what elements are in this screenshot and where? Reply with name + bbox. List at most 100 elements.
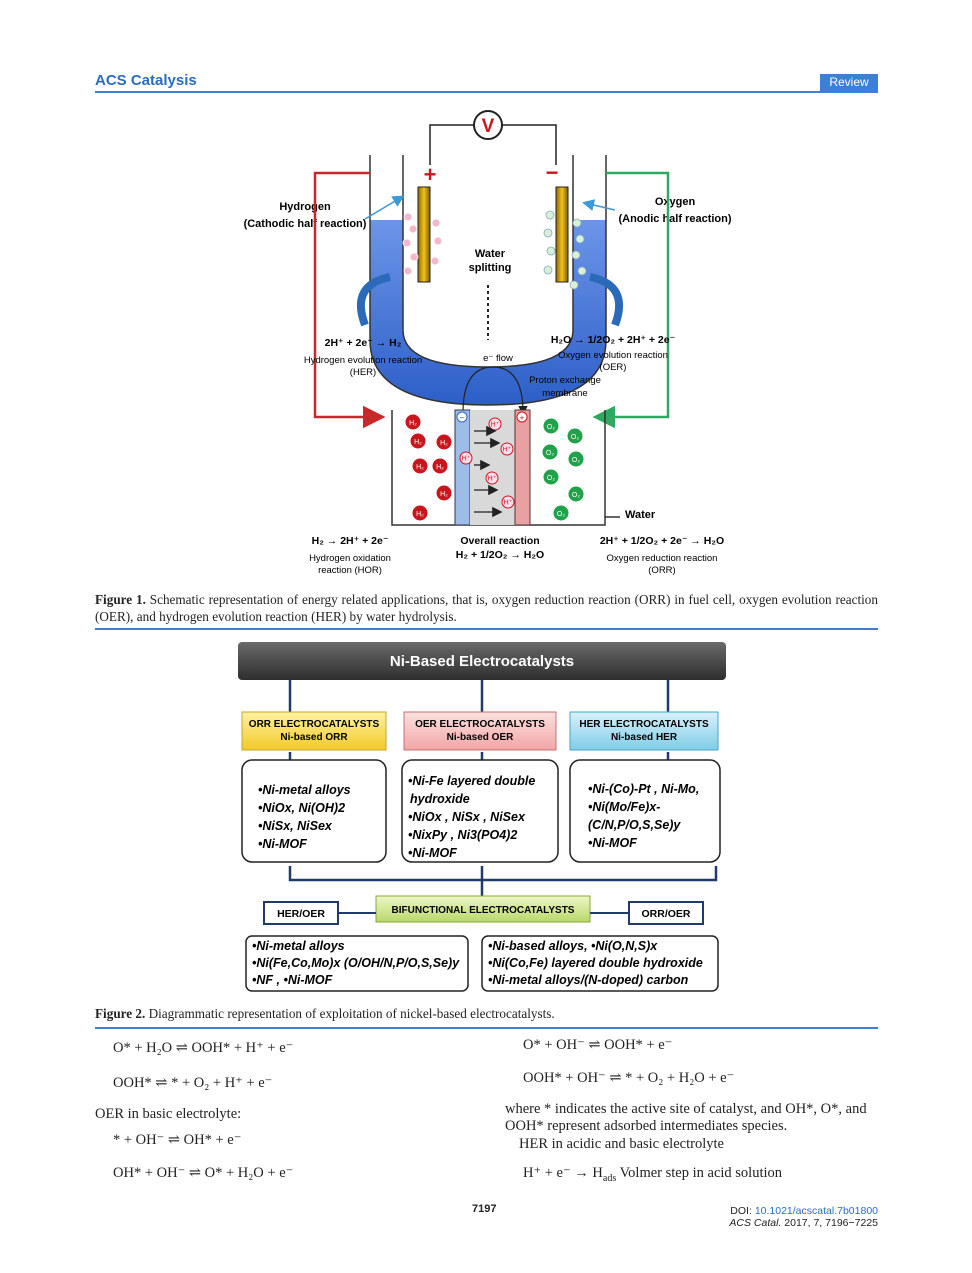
figure-2-rule [95,1027,878,1029]
pem-label-2: membrane [542,388,587,399]
svg-text:H₂: H₂ [414,439,422,446]
doi-link[interactable]: 10.1021/acscatal.7b01800 [754,1205,878,1217]
journal-name: ACS Catalysis [95,72,197,89]
oxygen-bubbles [543,210,587,290]
her-header-2: Ni-based HER [611,732,678,743]
hydrogen-label: Hydrogen [279,201,331,213]
bifunctional-label: BIFUNCTIONAL ELECTROCATALYSTS [392,905,575,916]
her-abbr: (HER) [350,367,376,378]
her-equation: 2H⁺ + 2e⁻ → H₂ [325,337,402,349]
her-curved-arrow [357,273,391,327]
volmer-equation: H⁺ + e⁻ → Hads Volmer step in acid solut… [523,1165,783,1184]
oer-item-5: •Ni-MOF [408,846,457,860]
svg-text:O₂: O₂ [571,434,579,441]
her-header-box [569,711,719,751]
equation-left-2: OOH* ⇌ * + O₂ + H⁺ + e⁻ [113,1075,273,1091]
oer-equation: H₂O → 1/2O₂ + 2H⁺ + 2e⁻ [551,334,675,346]
overall-reaction-equation: H₂ + 1/2O₂ → H₂O [456,549,544,561]
bifunctional-box [375,895,591,923]
oer-header-box [403,711,557,751]
svg-text:H₂: H₂ [409,420,417,427]
her-heading: HER in acidic and basic electrolyte [519,1136,724,1152]
voltmeter-icon [473,110,503,140]
oer-item-4: •NixPy , Ni3(PO4)2 [408,828,517,842]
cathodic-label: (Cathodic half reaction) [244,218,367,230]
o2-molecules: O₂ O₂ O₂ O₂ O₂ O₂ O₂ [542,418,584,521]
article-type-badge: Review [820,74,878,91]
oxygen-wire [592,171,670,429]
hydrogen-bubbles [402,212,443,276]
her-item-2: •Ni(Mo/Fe)x- [588,800,660,814]
water-label: Water [625,509,656,521]
oer-item-2: hydroxide [410,792,470,806]
oer-curved-arrow [589,273,623,327]
svg-text:H⁺: H⁺ [503,446,512,454]
oer-item-1: •Ni-Fe layered double [408,774,535,788]
where-line-2: OOH* represent adsorbed intermediates sp… [505,1118,788,1134]
her-items-box [569,759,721,863]
equation-left-4: OH* + OH⁻ ⇌ O* + H₂O + e⁻ [113,1165,294,1181]
figure-1-rule [95,628,878,630]
electron-flow-label: e⁻ flow [483,353,513,364]
orr-item-2: •NiOx, Ni(OH)2 [258,801,345,815]
equation-left-1: O* + H₂O ⇌ OOH* + H⁺ + e⁻ [113,1040,294,1056]
orr-header-box [241,711,387,751]
svg-text:H₂: H₂ [436,464,444,471]
citation-line: ACS Catal. 2017, 7, 7196−7225 [729,1217,878,1229]
svg-text:O₂: O₂ [546,450,554,457]
svg-text:H₂: H₂ [440,440,448,447]
oer-name: Oxygen evolution reaction [558,350,668,361]
svg-text:O₂: O₂ [557,511,565,518]
orr-oer-item-2: •Ni(Co,Fe) layered double hydroxide [488,956,703,970]
figure-1-diagram: V + − Hydrogen (Cathodic half reaction) … [244,110,732,576]
orr-items-box [241,759,387,863]
figure-2-caption: Figure 2. Diagrammatic representation of… [95,1005,878,1022]
orr-abbr: (ORR) [648,565,675,576]
equation-right-1: O* + OH⁻ ⇌ OOH* + e⁻ [523,1037,673,1053]
svg-text:+: + [520,414,525,423]
svg-text:H⁺: H⁺ [504,499,513,507]
svg-text:H₂: H₂ [416,464,424,471]
svg-text:−: − [459,413,464,423]
oer-header-2: Ni-based OER [447,732,514,743]
doi-line: DOI: 10.1021/acscatal.7b01800 [730,1205,878,1217]
her-item-4: •Ni-MOF [588,836,637,850]
her-oer-item-3: •NF , •Ni-MOF [252,973,333,987]
orr-oer-label: ORR/OER [641,908,690,920]
equation-left-3: * + OH⁻ ⇌ OH* + e⁻ [113,1132,242,1148]
water-splitting-label-1: Water [475,248,506,260]
cathode-electrode [417,186,431,283]
orr-equation: 2H⁺ + 1/2O₂ + 2e⁻ → H₂O [600,535,724,547]
water-splitting-label-2: splitting [469,262,512,274]
page-number: 7197 [472,1203,497,1215]
her-oer-item-2: •Ni(Fe,Co,Mo)x (O/OH/N,P/O,S,Se)y [252,956,460,970]
svg-text:O₂: O₂ [547,475,555,482]
svg-text:H⁺: H⁺ [491,421,500,429]
her-oer-item-1: •Ni-metal alloys [252,939,345,953]
figure-1-caption: Figure 1. Schematic representation of en… [95,591,878,625]
svg-text:H₂: H₂ [416,511,424,518]
figure-2-diagram: Ni-Based Electrocatalysts ORR ELECTROCAT… [238,642,726,992]
oer-items-box [401,759,559,863]
her-name: Hydrogen evolution reaction [304,355,422,366]
hor-name-1: Hydrogen oxidation [309,553,391,564]
oer-abbr: (OER) [600,362,627,373]
her-item-3: (C/N,P/O,S,Se)y [588,818,681,832]
orr-item-4: •Ni-MOF [258,837,307,851]
anodic-label: (Anodic half reaction) [618,213,731,225]
figure-2-caption-label: Figure 2. [95,1006,146,1021]
fig2-title: Ni-Based Electrocatalysts [390,653,574,670]
svg-text:H⁺: H⁺ [462,455,471,463]
svg-text:H⁺: H⁺ [488,475,497,483]
orr-item-3: •NiSx, NiSex [258,819,333,833]
svg-text:O₂: O₂ [572,492,580,499]
h2-molecules: H₂ H₂ H₂ H₂ H₂ H₂ H₂ [405,414,452,521]
proton-markers: H⁺ H⁺ H⁺ H⁺ H⁺ [459,417,515,509]
oer-header-1: OER ELECTROCATALYSTS [415,719,545,730]
figure-1-caption-text: Schematic representation of energy relat… [95,592,878,624]
her-header-1: HER ELECTROCATALYSTS [579,719,709,730]
hor-name-2: reaction (HOR) [318,565,382,576]
fuel-cell-anode [454,409,471,526]
svg-text:O₂: O₂ [547,424,555,431]
figure-1-caption-label: Figure 1. [95,592,146,607]
